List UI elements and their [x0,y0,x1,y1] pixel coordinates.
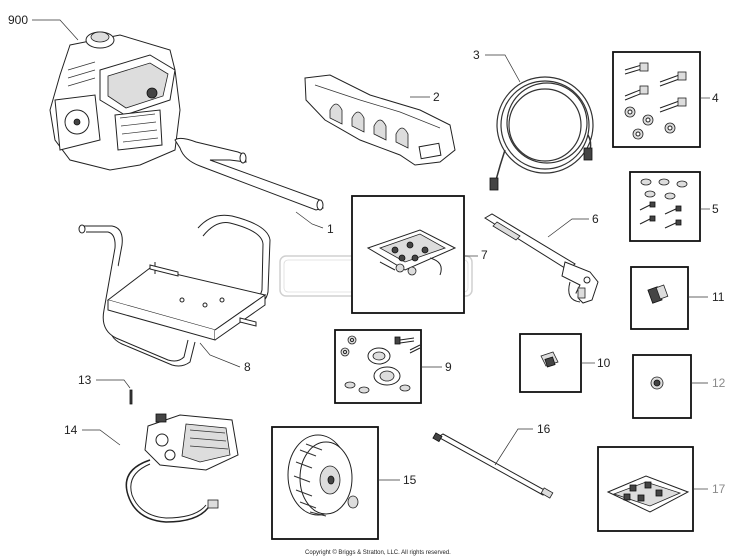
fasteners-6 [639,178,688,229]
callout-7: 6 [592,212,599,226]
callout-12: 12 [712,376,726,390]
handle-bar-part[interactable] [174,137,324,211]
callout-11: 11 [712,290,725,304]
callout-15: 15 [403,473,417,487]
nozzle-kit-13 [606,475,690,513]
callout-4: 3 [473,48,480,62]
callout-9: 9 [445,360,452,374]
engine-part[interactable] [49,31,181,171]
copyright-notice: Copyright © Briggs & Stratton, LLC. All … [305,549,451,556]
pump-part[interactable] [125,413,239,523]
control-panel-kit-8 [366,229,457,276]
callout-17: 14 [64,423,78,437]
kit-box-11[interactable] [630,266,689,330]
shroud-part[interactable] [304,74,456,166]
callout-14: 16 [537,422,551,436]
fitting-10 [540,351,559,368]
spray-gun-part[interactable] [484,213,599,304]
pin-part[interactable] [129,389,133,405]
callout-1: 8 [244,360,251,374]
wheel-15 [287,434,359,517]
cap-12 [650,376,664,390]
callout-10: 10 [597,356,611,370]
callout-900: 900 [8,13,28,27]
bolts-and-nuts-5 [624,62,687,140]
callout-6: 5 [712,202,719,216]
callout-13: 17 [712,482,726,496]
bearing-kit-9 [340,335,421,394]
frame-part[interactable] [78,214,271,367]
hose-part[interactable] [489,76,594,191]
lance-part[interactable] [432,432,554,499]
quick-connect-11 [647,284,669,304]
callout-5: 4 [712,91,719,105]
callout-16: 13 [78,373,92,387]
callout-3: 2 [433,90,440,104]
callout-8: 7 [481,248,488,262]
callout-2: 1 [327,222,334,236]
